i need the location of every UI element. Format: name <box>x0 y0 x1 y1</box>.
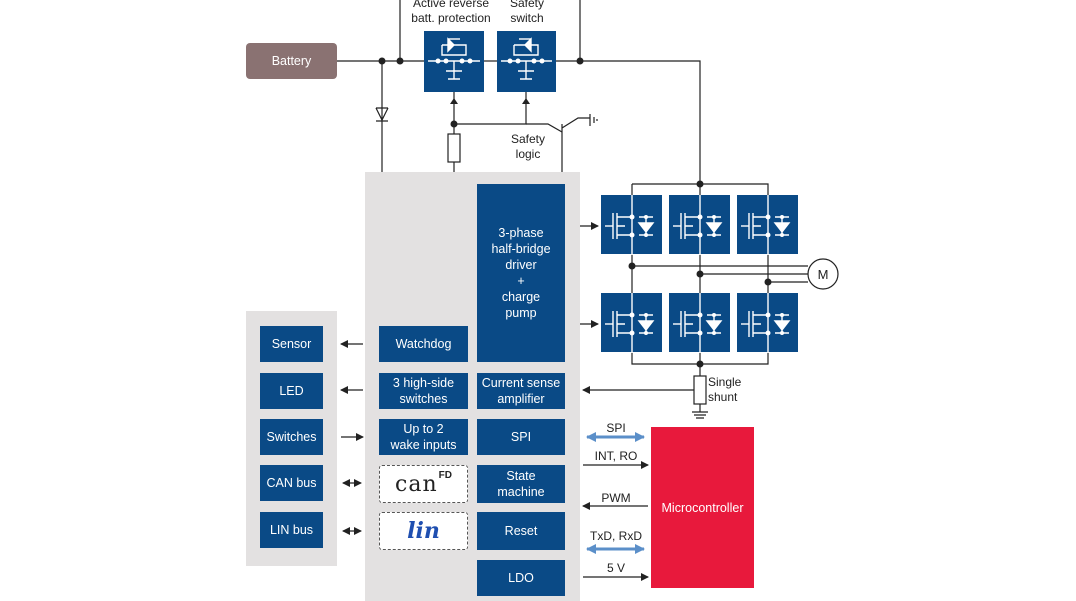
reverse-protection-mosfet <box>424 31 484 92</box>
int-ro-signal-label: INT, RO <box>594 449 638 463</box>
lin-logo-text: lin <box>407 518 440 544</box>
reset-block: Reset <box>477 512 565 550</box>
lin-bus-block: LIN bus <box>260 512 323 548</box>
led-block: LED <box>260 373 323 409</box>
bridge-mosfet <box>601 293 662 353</box>
microcontroller-block: Microcontroller <box>651 427 754 588</box>
watchdog-block: Watchdog <box>379 326 468 362</box>
high-side-switches-block: 3 high-side switches <box>379 373 468 409</box>
pwm-signal-label: PWM <box>601 491 631 505</box>
motor-label: M <box>818 267 829 282</box>
spi-signal-label: SPI <box>606 421 626 435</box>
safety-logic-label: Safety logic <box>510 132 546 161</box>
txd-rxd-signal-label: TxD, RxD <box>590 529 642 543</box>
bridge-mosfet <box>669 293 730 353</box>
can-logo-text: can <box>395 471 438 497</box>
safety-switch-label: Safety switch <box>509 0 545 25</box>
bridge-mosfet <box>737 195 798 255</box>
can-fd-logo-text: FD <box>438 469 452 481</box>
bridge-mosfet <box>669 195 730 255</box>
can-fd-logo: can FD <box>379 465 468 503</box>
active-reverse-label: Active reverse batt. protection <box>411 0 491 25</box>
5v-signal-label: 5 V <box>606 561 625 575</box>
mosfet-icon <box>428 37 480 80</box>
mosfet-icon <box>501 37 552 80</box>
motor-symbol <box>807 258 839 290</box>
safety-switch-mosfet <box>497 31 556 92</box>
driver-block: 3-phase half-bridge driver + charge pump <box>477 184 565 362</box>
state-machine-block: State machine <box>477 465 565 503</box>
wake-inputs-block: Up to 2 wake inputs <box>379 419 468 455</box>
sensor-block: Sensor <box>260 326 323 362</box>
battery-block: Battery <box>246 43 337 79</box>
current-sense-block: Current sense amplifier <box>477 373 565 409</box>
single-shunt-label: Single shunt <box>708 375 742 404</box>
ldo-block: LDO <box>477 560 565 596</box>
bridge-mosfet <box>601 195 662 255</box>
spi-block: SPI <box>477 419 565 455</box>
can-bus-block: CAN bus <box>260 465 323 501</box>
bridge-mosfet <box>737 293 798 353</box>
switches-block: Switches <box>260 419 323 455</box>
lin-logo: lin <box>379 512 468 550</box>
